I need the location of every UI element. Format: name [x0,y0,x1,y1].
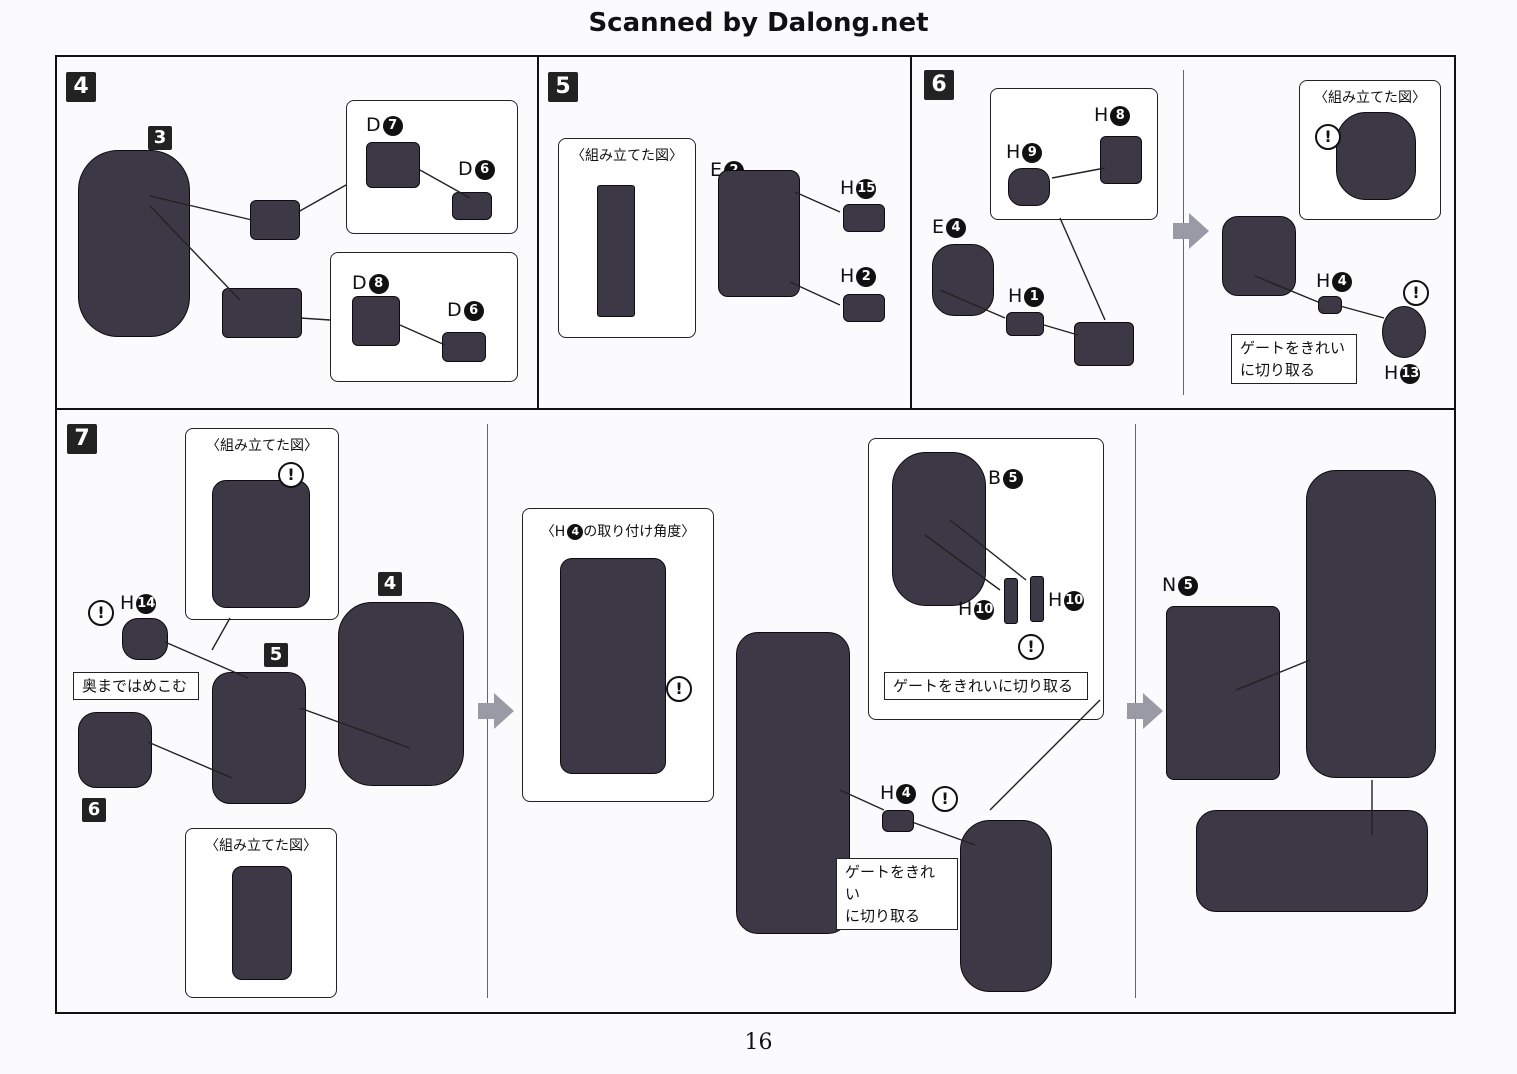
assembly-part [212,480,310,608]
assembly-part [352,296,400,346]
assembly-part [1006,312,1044,336]
assembly-part [718,170,800,297]
assembly-part [1166,606,1280,780]
step-number-5: 5 [548,72,578,102]
assembly-part [78,712,152,788]
box-title: 〈組み立てた図〉 [571,148,683,164]
step-number-6: 6 [924,70,954,100]
assembly-part [1030,576,1044,622]
sub-step-3: 3 [148,126,172,150]
step-arrow-icon [1143,693,1163,729]
assembly-part [1318,296,1342,314]
assembly-part [212,672,306,804]
assembly-part [597,185,635,317]
step-arrow [478,703,494,719]
caution-icon: ! [88,600,114,626]
assembly-part [222,288,302,338]
assembly-part [122,618,168,660]
sub-step-5: 5 [264,643,288,667]
caution-icon: ! [1315,124,1341,150]
assembly-part [1306,470,1436,778]
assembly-part [250,200,300,240]
assembly-part [843,204,885,232]
assembly-part [1074,322,1134,366]
cut-gate-note: ゲートをきれいに切り取る [1231,334,1357,384]
assembly-part [932,244,994,316]
assembly-part [1336,112,1416,200]
assembly-part [1382,306,1426,358]
assembly-part [452,192,492,220]
box-title: 〈組み立てた図〉 [206,438,318,454]
panel-step-7 [55,408,1456,1014]
assembly-part [736,632,850,934]
cut-gate-note: ゲートをきれいに切り取る [884,672,1088,700]
push-fully-note: 奥まではめこむ [73,672,199,700]
assembly-part [1008,168,1050,206]
step-arrow [1127,703,1143,719]
step-arrow-icon [494,693,514,729]
caution-icon: ! [1403,280,1429,306]
scan-header: Scanned by Dalong.net [588,8,929,38]
assembly-part [843,294,885,322]
assembly-part [1222,216,1296,296]
caution-icon: ! [278,462,304,488]
caution-icon: ! [932,786,958,812]
assembly-part [1004,578,1018,624]
step-arrow-icon [1189,213,1209,249]
assembly-part [1196,810,1428,912]
assembly-part [442,332,486,362]
step-number-4: 4 [66,72,96,102]
assembly-part [892,452,986,606]
step-arrow [1173,223,1189,239]
assembly-part [960,820,1052,992]
assembly-part [338,602,464,786]
cut-gate-note: ゲートをきれいに切り取る [836,858,958,930]
assembly-part [366,142,420,188]
assembly-part [78,150,190,337]
assembly-part [882,810,914,832]
box-title: 〈組み立てた図〉 [205,838,317,854]
assembly-part [232,866,292,980]
assembly-part [1100,136,1142,184]
sub-step-6: 6 [82,798,106,822]
page-number: 16 [744,1030,773,1055]
caution-icon: ! [666,676,692,702]
sub-step-4: 4 [378,572,402,596]
box-title: 〈組み立てた図〉 [1314,90,1426,106]
step-number-7: 7 [67,424,97,454]
caution-icon: ! [1018,634,1044,660]
assembly-part [560,558,666,774]
